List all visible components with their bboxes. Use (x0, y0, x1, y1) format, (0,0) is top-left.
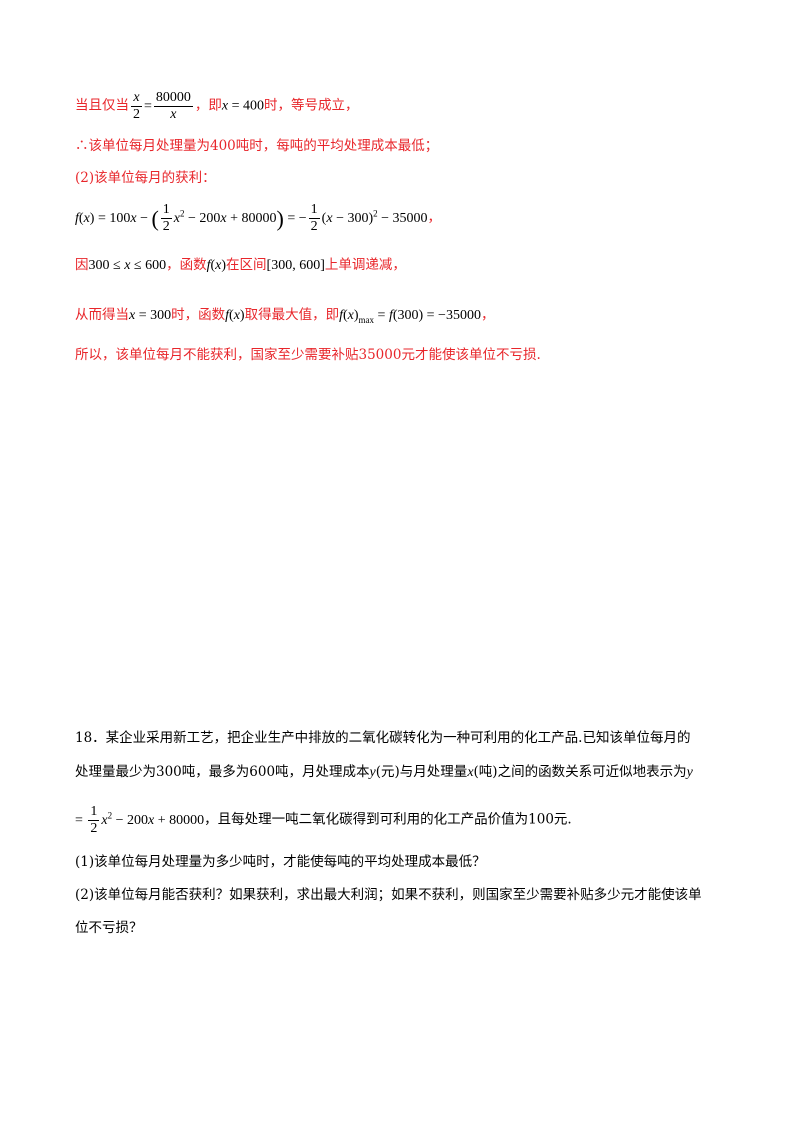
question-part-1: (1)该单位每月处理量为多少吨时，才能使每吨的平均处理成本最低？ (75, 854, 486, 870)
question-part-2a: (2)该单位每月能否获利？如果获利，求出最大利润；如果不获利，则国家至少需要补贴… (75, 887, 702, 903)
equation: f(x) (206, 258, 227, 273)
text: 因 (75, 257, 89, 273)
text: 当且仅当 (75, 97, 129, 114)
text: 时，等号成立， (264, 97, 359, 114)
text: ， (480, 307, 495, 323)
var-y: y (686, 765, 693, 780)
text: ，函数 (166, 257, 207, 273)
equation: [300, 600] (266, 258, 325, 273)
solution-line-6: 从而得当x = 300时，函数f(x)取得最大值，即f(x)max = f(30… (75, 305, 494, 330)
text: ，且每处理一吨二氧化碳得到可利用的化工产品价值为100元. (204, 811, 572, 828)
text: 时，函数 (171, 307, 226, 323)
var-y: y (369, 765, 376, 780)
question-line-1: 18．某企业采用新工艺，把企业生产中排放的二氧化碳转化为一种可利用的化工产品.已… (75, 730, 691, 746)
equation: x = 300 (129, 308, 172, 323)
solution-line-2: ∴该单位每月处理量为400吨时，每吨的平均处理成本最低； (75, 138, 439, 154)
solution-line-5: 因300 ≤ x ≤ 600，函数f(x)在区间[300, 600]上单调递减， (75, 255, 406, 276)
equation: 300 ≤ x ≤ 600 (88, 258, 167, 273)
solution-line-3: (2)该单位每月的获利： (75, 170, 216, 186)
solution-line-7: 所以，该单位每月不能获利，国家至少需要补贴35000元才能使该单位不亏损. (75, 347, 541, 363)
question-part-2b: 位不亏损？ (75, 920, 143, 936)
text: ，即 (194, 97, 222, 114)
equation: x = 400 (221, 98, 265, 114)
text: 取得最大值，即 (244, 307, 340, 323)
text: 从而得当 (75, 307, 129, 323)
var-x: x (467, 765, 474, 780)
question-line-2: 处理量最少为300吨，最多为600吨，月处理成本y(元)与月处理量x(吨)之间的… (75, 762, 693, 783)
text: 上单调递减， (324, 257, 406, 273)
equation: f(x) (225, 308, 245, 323)
text: 在区间 (226, 257, 267, 273)
text: (吨)之间的函数关系可近似地表示为 (473, 764, 687, 780)
equation: f(x)max = f(300) = −35000 (339, 308, 481, 325)
text: 处理量最少为300吨，最多为600吨，月处理成本 (75, 764, 370, 780)
text: (元)与月处理量 (375, 764, 468, 780)
